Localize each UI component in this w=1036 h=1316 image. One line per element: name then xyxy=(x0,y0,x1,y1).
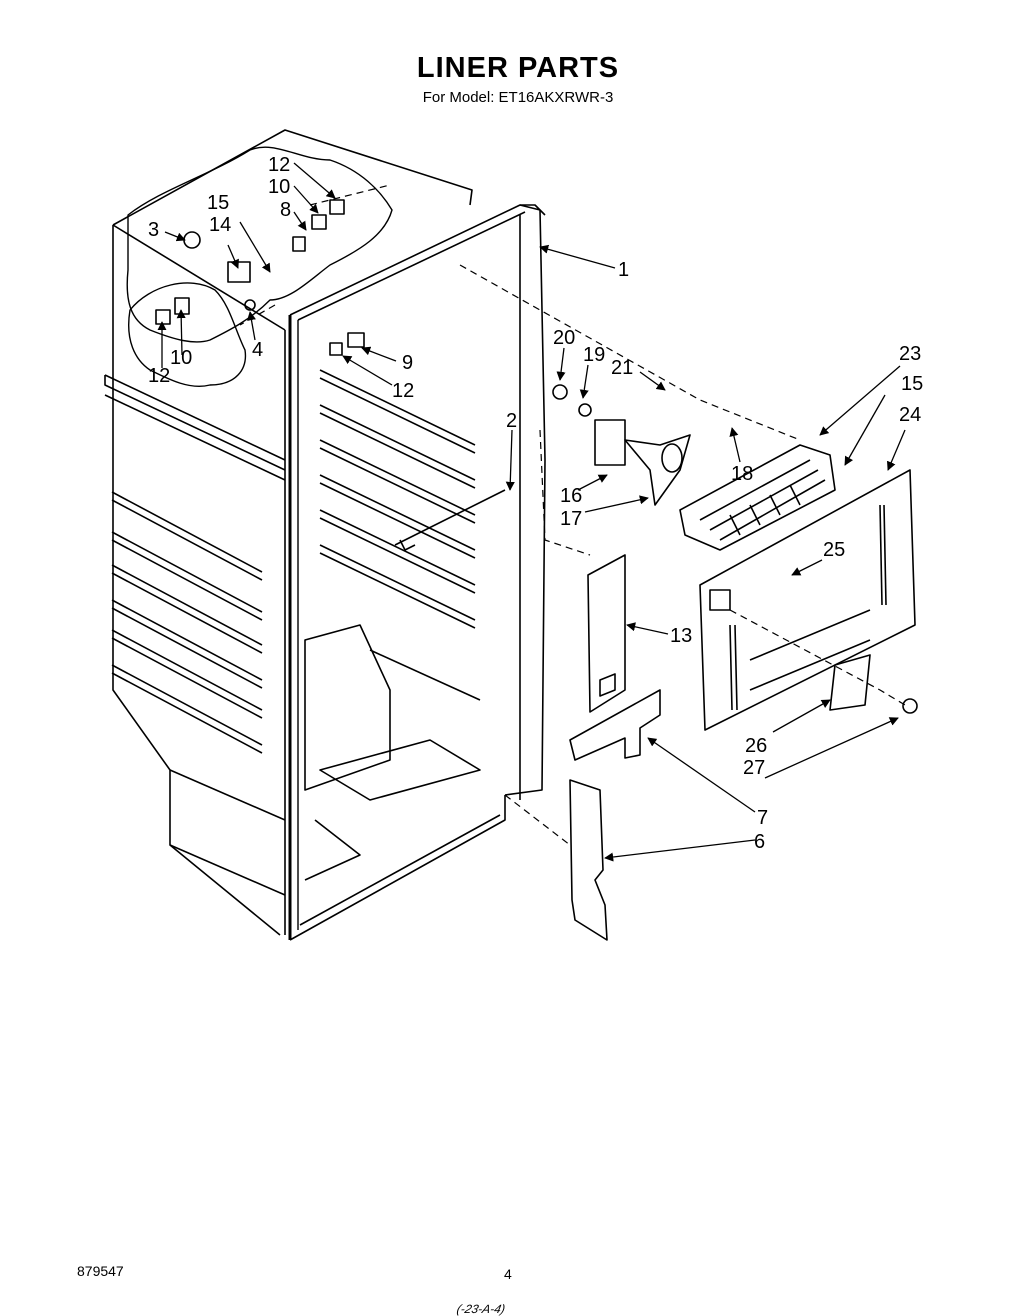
callout-26: 26 xyxy=(745,735,767,757)
document-number: 879547 xyxy=(77,1263,124,1279)
callout-15-right: 15 xyxy=(901,373,923,395)
page-title: LINER PARTS xyxy=(416,52,620,84)
panel-13 xyxy=(587,554,626,713)
crisper-area xyxy=(304,624,481,881)
baffle-7 xyxy=(569,689,661,761)
grille-23 xyxy=(679,444,836,551)
handwritten-code: (-23-A-4) xyxy=(455,1302,507,1316)
callout-12-mid: 12 xyxy=(392,380,414,402)
alignment-lines xyxy=(239,184,906,846)
callout-8: 8 xyxy=(280,199,291,221)
callout-6: 6 xyxy=(754,831,765,853)
page-number: 4 xyxy=(504,1266,512,1282)
side-panel-ribs xyxy=(111,491,263,754)
callout-21: 21 xyxy=(611,357,633,379)
callout-labels: 1 2 3 4 6 7 8 9 10 10 12 12 12 13 14 15 … xyxy=(148,154,923,853)
callout-16: 16 xyxy=(560,485,582,507)
callout-4: 4 xyxy=(252,339,263,361)
callout-25: 25 xyxy=(823,539,845,561)
callout-24: 24 xyxy=(899,404,921,426)
callout-14: 14 xyxy=(209,214,231,236)
duct-6 xyxy=(569,779,608,941)
callout-13: 13 xyxy=(670,625,692,647)
callout-27: 27 xyxy=(743,757,765,779)
callout-23: 23 xyxy=(899,343,921,365)
callout-18: 18 xyxy=(731,463,753,485)
callout-3: 3 xyxy=(148,219,159,241)
plate-26 xyxy=(829,654,871,711)
model-subtitle: For Model: ET16AKXRWR-3 xyxy=(422,89,614,106)
shelf-rails xyxy=(319,369,476,629)
small-parts xyxy=(155,199,365,356)
liner-frame xyxy=(288,204,546,941)
callout-2: 2 xyxy=(506,410,517,432)
callout-15-left: 15 xyxy=(207,192,229,214)
leader-lines xyxy=(157,162,906,862)
cutout-top xyxy=(126,146,393,387)
fan-motor-assembly xyxy=(552,384,691,506)
callout-12-left: 12 xyxy=(148,365,170,387)
callout-1: 1 xyxy=(618,259,629,281)
plug-27 xyxy=(902,698,918,714)
callout-17: 17 xyxy=(560,508,582,530)
callout-9: 9 xyxy=(402,352,413,374)
callout-20: 20 xyxy=(553,327,575,349)
callout-19: 19 xyxy=(583,344,605,366)
callout-10-top: 10 xyxy=(268,176,290,198)
control-rod xyxy=(394,489,506,551)
callout-12-top: 12 xyxy=(268,154,290,176)
rear-panel-24 xyxy=(699,469,916,731)
callout-10-left: 10 xyxy=(170,347,192,369)
cabinet-shell xyxy=(104,129,473,936)
callout-7: 7 xyxy=(757,807,768,829)
